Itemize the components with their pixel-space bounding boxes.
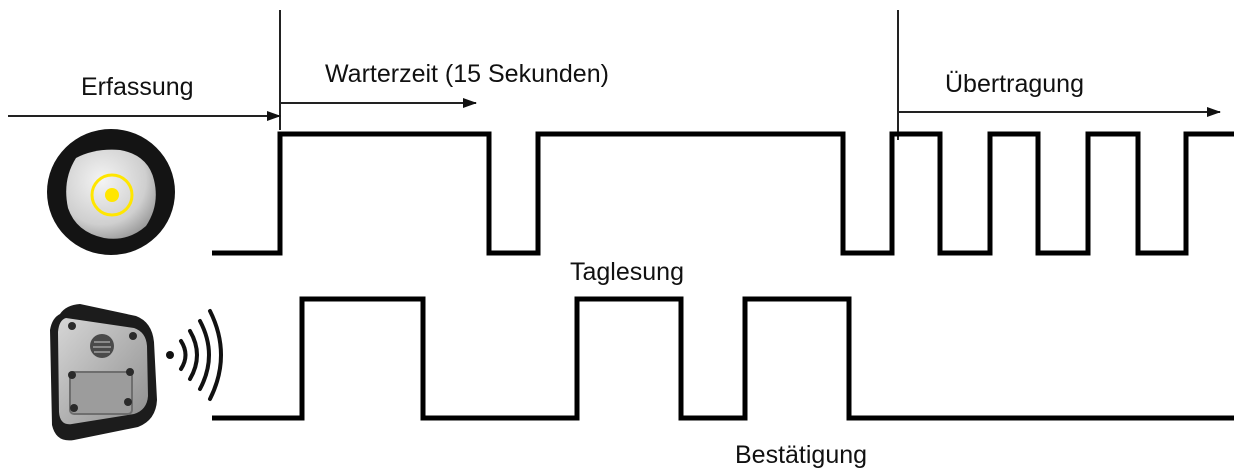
round-tag-icon <box>47 129 175 255</box>
tag-signal-waveform <box>212 131 1234 256</box>
tag-ring-icon <box>90 173 134 217</box>
tag-dot-icon <box>105 188 119 202</box>
taglesung-label: Taglesung <box>570 258 684 286</box>
warterzeit-label: Warterzeit (15 Sekunden) <box>325 60 609 88</box>
uebertragung-label: Übertragung <box>945 70 1084 98</box>
wireless-signal-waves-icon <box>166 309 223 401</box>
reader-signal-waveform <box>212 296 1234 421</box>
bestaetigung-label: Bestätigung <box>735 441 867 469</box>
handheld-reader-icon <box>50 304 157 441</box>
erfassung-label: Erfassung <box>81 73 194 101</box>
